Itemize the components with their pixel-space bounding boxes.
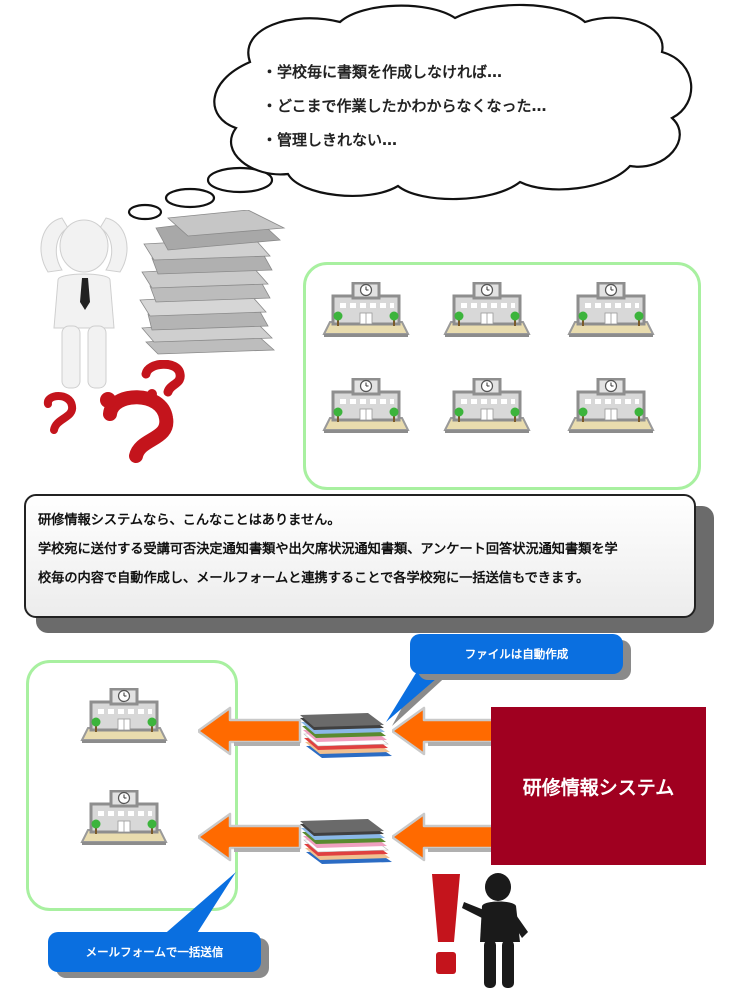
- thought-cloud: [127, 3, 693, 221]
- school-icon: [322, 282, 410, 338]
- arrow-left-icon: [198, 812, 302, 862]
- info-line: 校毎の内容で自動作成し、メールフォームと連携することで各学校宛に一括送信もできま…: [38, 571, 590, 586]
- thought-line: ・学校毎に書類を作成しなければ…: [262, 63, 503, 81]
- presenter-figure: [462, 873, 528, 988]
- info-line: 研修情報システムなら、こんなことはありません。: [38, 513, 341, 528]
- school-icon: [80, 790, 168, 846]
- system-box: 研修情報システム: [491, 707, 706, 865]
- exclamation-mark-icon: [432, 874, 460, 974]
- file-stack-icon: [300, 712, 393, 759]
- school-icon: [567, 378, 655, 434]
- paper-pile: [139, 210, 286, 355]
- arrow-left-icon: [392, 812, 496, 862]
- info-box: 研修情報システムなら、こんなことはありません。 学校宛に送付する受講可否決定通知…: [24, 494, 696, 618]
- thought-line: ・管理しきれない…: [262, 131, 398, 149]
- callout-bulk-send: メールフォームで一括送信: [48, 932, 261, 972]
- question-mark-icon: [100, 390, 174, 463]
- arrow-left-icon: [392, 706, 496, 756]
- file-stack-icon: [300, 818, 393, 865]
- question-mark-icon: [44, 392, 77, 434]
- school-icon: [80, 688, 168, 744]
- callout-auto-create: ファイルは自動作成: [410, 634, 623, 674]
- thought-text: ・学校毎に書類を作成しなければ… ・どこまで作業したかわからなくなった… ・管理…: [262, 55, 682, 157]
- system-label: 研修情報システム: [522, 776, 675, 799]
- arrow-left-icon: [198, 706, 302, 756]
- school-icon: [443, 282, 531, 338]
- thought-line: ・どこまで作業したかわからなくなった…: [262, 97, 547, 115]
- school-icon: [322, 378, 410, 434]
- school-icon: [567, 282, 655, 338]
- callout-pointer: [160, 872, 236, 938]
- info-line: 学校宛に送付する受講可否決定通知書類や出欠席状況通知書類、アンケート回答状況通知…: [38, 542, 618, 557]
- school-icon: [443, 378, 531, 434]
- worried-person-figure: [40, 217, 128, 389]
